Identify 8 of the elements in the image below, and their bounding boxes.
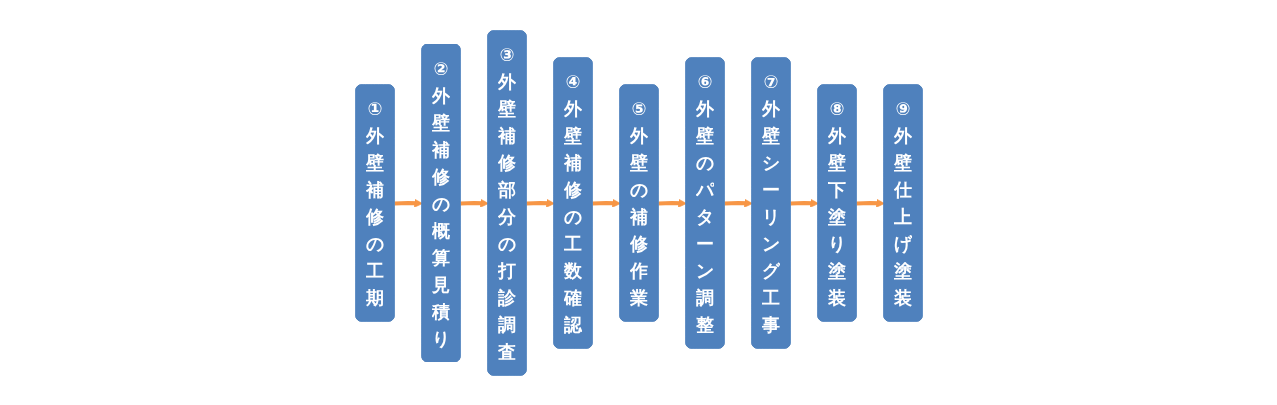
arrow	[657, 198, 687, 208]
arrow	[525, 198, 555, 208]
arrow	[591, 198, 621, 208]
arrow	[855, 198, 885, 208]
arrow	[459, 198, 489, 208]
arrow	[789, 198, 819, 208]
arrow	[723, 198, 753, 208]
arrow	[393, 198, 423, 208]
